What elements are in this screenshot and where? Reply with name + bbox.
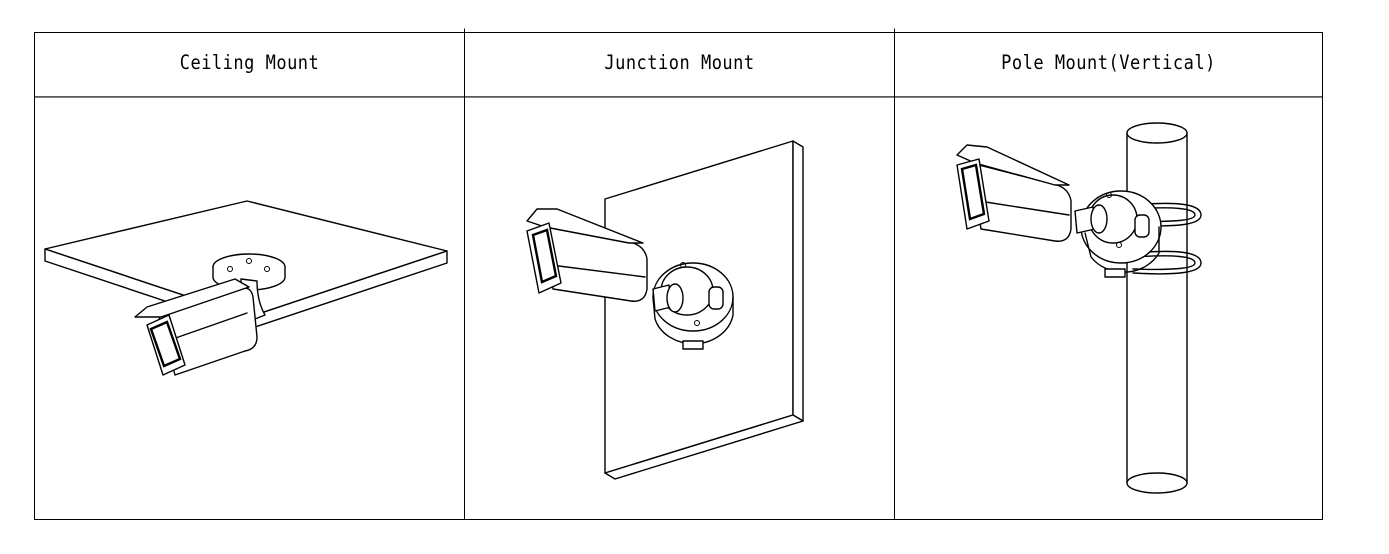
- pole-mount-vertical-figure: [895, 93, 1322, 519]
- pole-mount-vertical-camera-illustration-icon: [956, 122, 1202, 494]
- junction-mount-figure: [465, 93, 895, 519]
- ceiling-mount-camera-illustration-icon: [44, 200, 448, 376]
- header-ceiling-mount: Ceiling Mount: [35, 28, 465, 98]
- junction-mount-camera-illustration-icon: [526, 140, 804, 480]
- ceiling-mount-figure: [35, 93, 465, 519]
- mount-types-table: Ceiling Mount Junction Mount Pole Mount(…: [34, 28, 1323, 520]
- header-pole-mount-vertical: Pole Mount(Vertical): [895, 29, 1322, 98]
- header-junction-mount: Junction Mount: [465, 28, 895, 98]
